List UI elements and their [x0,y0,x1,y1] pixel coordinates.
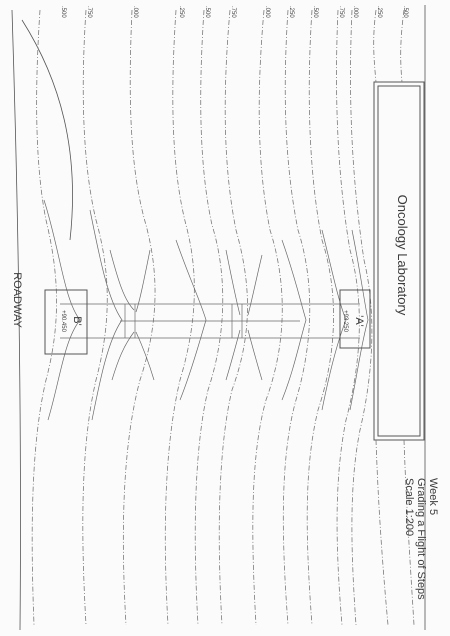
contour-elevation-label: .750 [86,6,92,18]
contour-elevation-label: .250 [376,6,382,18]
contour-elevation-label: .250 [178,6,184,18]
regraded-contours [43,199,369,421]
roadway-label: ROADWAY [11,272,23,328]
contour-elevation-label: .000 [352,6,358,18]
elevation-a-label: +93.250 [342,310,348,333]
contour-elevation-label: .500 [312,6,318,18]
contour-elevation-label: .000 [132,6,138,18]
contour-elevation-label: .750 [230,6,236,18]
roadway-edge-line-2 [21,19,73,241]
flight-of-steps [60,303,360,339]
point-a-label: 'A' [353,315,365,327]
landing-a-box [339,289,371,349]
title-scale: Scale 1:200 [403,478,415,536]
oncology-laboratory-building [373,81,425,441]
contour-elevation-label: .250 [288,6,294,18]
point-b-label: B' [71,316,83,325]
contour-elevation-label: .500 [204,6,210,18]
title-subject: Grading a Flight of Steps [415,478,427,600]
contour-label-group: .500 .750 .000 .250 .500 .750 .000 .250 .500 .750… [60,6,408,18]
contour-elevation-label: .500 [60,6,66,18]
contour-elevation-label: .000 [264,6,270,18]
elevation-b-label: +90.450 [60,310,66,333]
contour-elevation-label: .750 [338,6,344,18]
title-week: Week 5 [427,478,439,515]
title-block: Week 5 Grading a Flight of Steps Scale 1… [403,478,439,600]
building-label: Oncology Laboratory [395,195,410,316]
landing-b-box [44,289,88,355]
contour-elevation-label: .500 [402,6,408,18]
roadway-edge-line [11,9,21,631]
contour-lines [31,9,415,626]
